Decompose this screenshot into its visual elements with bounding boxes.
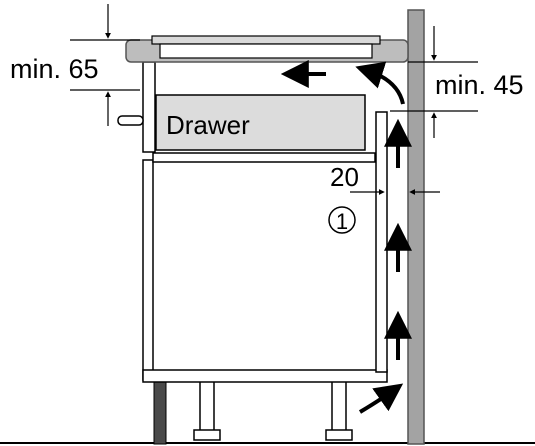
wall [407, 9, 425, 445]
airflow-arrows [280, 60, 412, 414]
curved-airflow-arrow-icon [355, 61, 405, 105]
drawer-handle [117, 115, 144, 126]
min-45-label: min. 45 [435, 70, 524, 100]
cabinet-body [142, 111, 388, 383]
cabinet-legs [193, 379, 353, 441]
drawer-front [142, 61, 156, 153]
hob-body [159, 43, 373, 59]
callout-number: 1 [336, 209, 348, 234]
curved-airflow-arrow-icon [358, 383, 404, 414]
gap-label: 20 [330, 162, 359, 192]
plinth-panel [153, 379, 167, 445]
hob-glass [151, 35, 381, 45]
dimension-min-65 [70, 4, 140, 126]
dimension-min-45 [390, 26, 478, 138]
drawer-label: Drawer [166, 110, 250, 140]
drawer [155, 94, 366, 151]
callout-circle [328, 206, 356, 234]
min-65-label: min. 65 [10, 54, 99, 84]
